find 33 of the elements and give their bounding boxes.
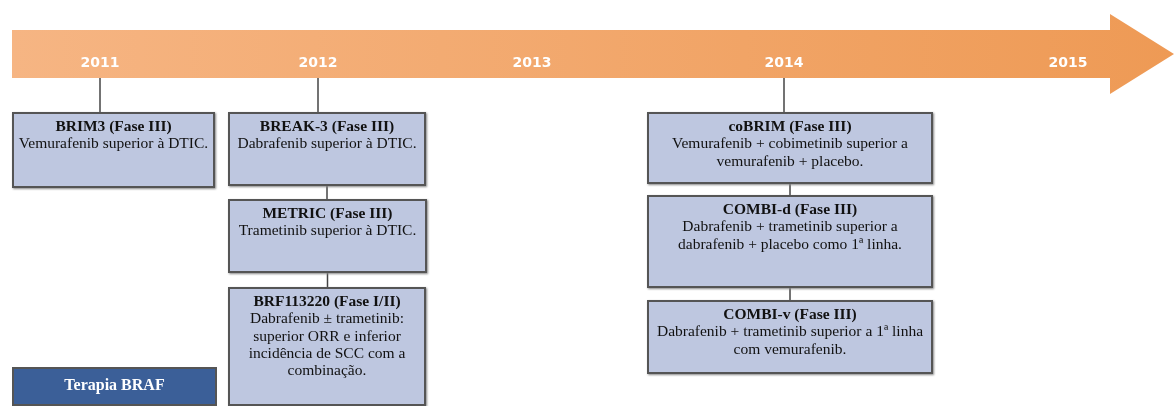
connector-line bbox=[789, 183, 791, 196]
trial-name: BRIM3 (Fase III) bbox=[54, 117, 173, 135]
connector-line bbox=[99, 77, 101, 113]
year-label: 2015 bbox=[1038, 44, 1098, 78]
category-box: Terapia BRAF bbox=[12, 367, 217, 406]
trial-name: BREAK-3 (Fase III) bbox=[258, 117, 396, 135]
trial-box bbox=[228, 112, 426, 186]
year-label: 2011 bbox=[70, 44, 130, 78]
connector-line bbox=[317, 77, 319, 113]
trial-result: Dabrafenib + trametinib superior a dabrafenib + placebo como 1ª linha. bbox=[677, 217, 903, 253]
trial-box bbox=[12, 112, 215, 188]
year-label: 2013 bbox=[502, 44, 562, 78]
trial-result: Trametinib superior à DTIC. bbox=[237, 221, 418, 239]
connector-line bbox=[326, 185, 328, 200]
year-label: 2014 bbox=[754, 44, 814, 78]
trial-name: coBRIM (Fase III) bbox=[727, 117, 853, 135]
year-label: 2012 bbox=[288, 44, 348, 78]
trial-name: COMBI-v (Fase III) bbox=[722, 305, 858, 323]
connector-line bbox=[783, 77, 785, 113]
trial-result: Vemurafenib superior à DTIC. bbox=[18, 134, 209, 152]
trial-box bbox=[647, 112, 933, 184]
trial-name: METRIC (Fase III) bbox=[261, 204, 394, 222]
trial-box bbox=[228, 199, 427, 273]
trial-result: Dabrafenib + trametinib superior a 1ª linha com vemurafenib. bbox=[655, 322, 925, 358]
trial-result: Vemurafenib + cobimetinib superior a vemurafenib + placebo. bbox=[671, 134, 909, 170]
trial-box bbox=[228, 287, 426, 406]
trial-result: Dabrafenib ± trametinib: superior ORR e inferior incidência de SCC com a combinação. bbox=[247, 309, 407, 379]
trial-name: BRF113220 (Fase I/II) bbox=[252, 292, 402, 310]
connector-line bbox=[789, 287, 791, 301]
trial-name: COMBI-d (Fase III) bbox=[721, 200, 859, 218]
trial-box bbox=[647, 195, 933, 288]
trial-box bbox=[647, 300, 933, 374]
trial-result: Dabrafenib superior à DTIC. bbox=[236, 134, 418, 152]
